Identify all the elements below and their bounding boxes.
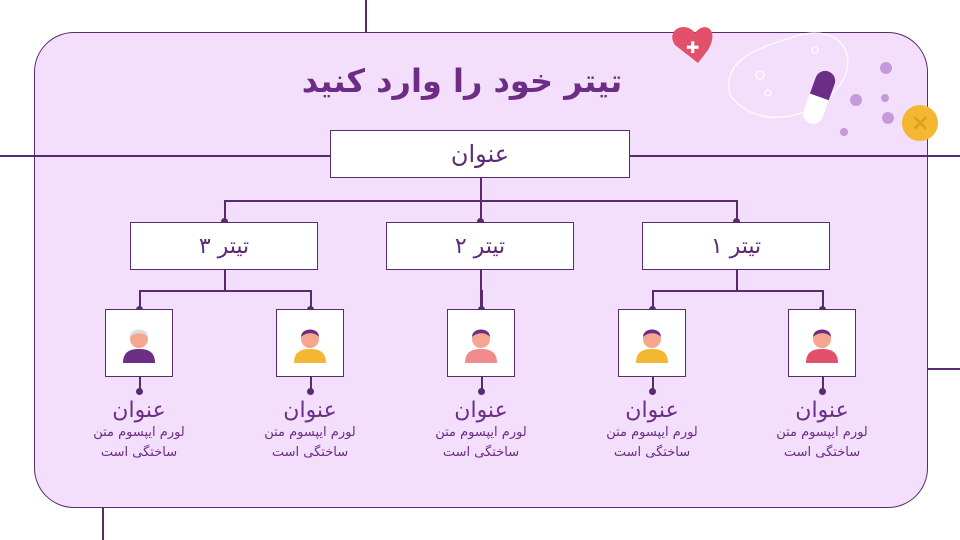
connector [736,270,738,290]
list-item: عنوان لورم ایپسوم متن ساختگی است [752,398,892,463]
item-desc-line1: لورم ایپسوم متن [435,425,527,440]
connector [652,290,654,309]
decor-line-top [365,0,367,32]
level1-box-3: تیتر ۳ [130,222,318,270]
connector [139,290,310,292]
connector [310,290,312,309]
item-desc-line2: ساختگی است [613,445,691,460]
connector [822,290,824,309]
connector [224,200,736,202]
connector-dot [307,388,314,395]
decor-illustration: ✚ ✕ [672,26,938,141]
item-desc-line1: لورم ایپسوم متن [606,425,698,440]
connector-dot [478,388,485,395]
item-title: عنوان [112,398,166,423]
item-desc-line2: ساختگی است [100,445,178,460]
item-title: عنوان [625,398,679,423]
list-item: عنوان لورم ایپسوم متن ساختگی است [69,398,209,463]
sore-throat-icon [459,319,503,367]
connector [481,290,483,309]
connector [481,377,483,391]
heart-icon: ✚ [672,26,713,63]
connector [139,377,141,391]
connector [736,200,738,222]
connector-dot [477,218,484,225]
item-title: عنوان [283,398,337,423]
page-title: تیتر خود را وارد کنید [301,62,623,100]
connector [652,377,654,391]
item-desc-line2: ساختگی است [442,445,520,460]
icon-box [447,309,515,377]
icon-box [105,309,173,377]
item-title: عنوان [795,398,849,423]
item-desc-line1: لورم ایپسوم متن [776,425,868,440]
connector-dot [221,218,228,225]
pill-icon [803,70,836,124]
connector [480,270,482,309]
icon-box [276,309,344,377]
icon-box [618,309,686,377]
item-desc-line2: ساختگی است [783,445,861,460]
connector-dot [136,388,143,395]
connector [224,200,226,222]
connector [310,377,312,391]
decor-line-bottom [102,508,104,540]
level1-box-1: تیتر ۱ [642,222,830,270]
coin-icon: ✕ [902,105,938,141]
icon-box [788,309,856,377]
list-item: عنوان لورم ایپسوم متن ساختگی است [411,398,551,463]
connector [652,290,822,292]
sneezing-person-icon [288,319,332,367]
coughing-person-icon [800,319,844,367]
decor-line-right [928,368,960,370]
connector-dot [733,218,740,225]
level1-box-2: تیتر ۲ [386,222,574,270]
item-title: عنوان [454,398,508,423]
connector [224,270,226,290]
list-item: عنوان لورم ایپسوم متن ساختگی است [240,398,380,463]
fever-thermometer-icon [630,319,674,367]
item-desc-line1: لورم ایپسوم متن [93,425,185,440]
connector-dot [819,388,826,395]
connector [139,290,141,309]
svg-text:✚: ✚ [686,38,699,57]
item-desc-line2: ساختگی است [271,445,349,460]
connector [822,377,824,391]
dots-icon [840,62,894,136]
connector-dot [649,388,656,395]
bacteria-icon [727,32,849,119]
list-item: عنوان لورم ایپسوم متن ساختگی است [582,398,722,463]
svg-text:✕: ✕ [911,112,929,137]
elderly-sick-icon [117,319,161,367]
root-box: عنوان [330,130,630,178]
item-desc-line1: لورم ایپسوم متن [264,425,356,440]
